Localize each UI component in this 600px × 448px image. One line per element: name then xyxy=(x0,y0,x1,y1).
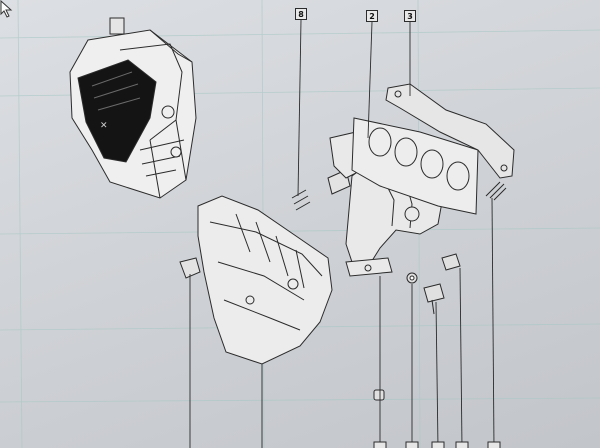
bottom-callout-boxes xyxy=(373,441,501,448)
callout-2[interactable]: 2 xyxy=(366,10,378,22)
svg-text:✕: ✕ xyxy=(100,121,108,131)
leader-lines xyxy=(189,19,495,448)
fasteners xyxy=(373,181,507,401)
mouse-cursor-icon xyxy=(0,0,13,18)
flange-plate xyxy=(385,83,515,179)
callout-8[interactable]: 8 xyxy=(295,8,307,20)
heat-shield xyxy=(197,195,333,365)
manifold-gasket xyxy=(351,117,479,215)
callout-3[interactable]: 3 xyxy=(404,10,416,22)
engine-assembly: ✕ xyxy=(69,17,197,199)
